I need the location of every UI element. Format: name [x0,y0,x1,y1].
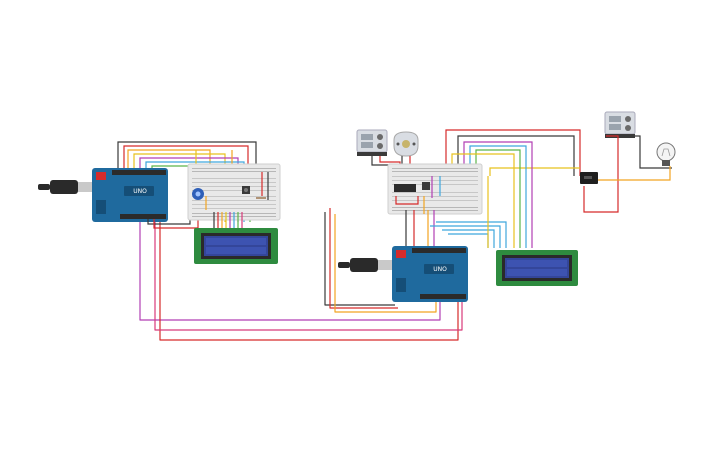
arduino-1-label: UNO [133,188,147,195]
arduino-uno-1[interactable]: UNO [92,168,168,222]
ic-chip[interactable] [394,184,416,192]
breadboard-2-holes [392,176,478,201]
usb-cable-right [338,258,392,272]
potentiometer[interactable] [192,188,204,200]
breadboard-1[interactable] [187,163,281,221]
wire-pink-link [154,220,463,331]
breadboard-1-parts [205,172,269,210]
wire-red-link-2 [329,208,398,309]
inter-board-wires [139,208,463,341]
dc-motor[interactable] [393,131,419,157]
right-top-wires [371,129,672,248]
lcd-display-2[interactable] [496,250,578,286]
lcd-display-1[interactable] [194,228,278,264]
bb2-to-arduino2-wires [405,176,507,250]
wire-orange-link [334,214,437,313]
transistor[interactable] [422,182,430,190]
breadboard-1-holes [192,178,276,209]
bb1-to-lcd1-wires [213,212,243,230]
wire-black-link [324,212,395,306]
breadboard-2[interactable] [387,163,483,215]
usb-cable-left [38,180,92,194]
power-supply-2[interactable] [604,111,636,138]
power-supply-1[interactable] [356,129,388,156]
breadboard-2-parts [395,176,441,214]
relay-module[interactable] [580,172,598,184]
push-button[interactable] [242,186,250,194]
wire-purple-link [139,220,441,321]
wire-red-link [159,220,459,341]
light-bulb[interactable] [656,142,676,166]
arduino-uno-2[interactable]: UNO [392,246,468,302]
arduino-2-label: UNO [433,266,447,273]
